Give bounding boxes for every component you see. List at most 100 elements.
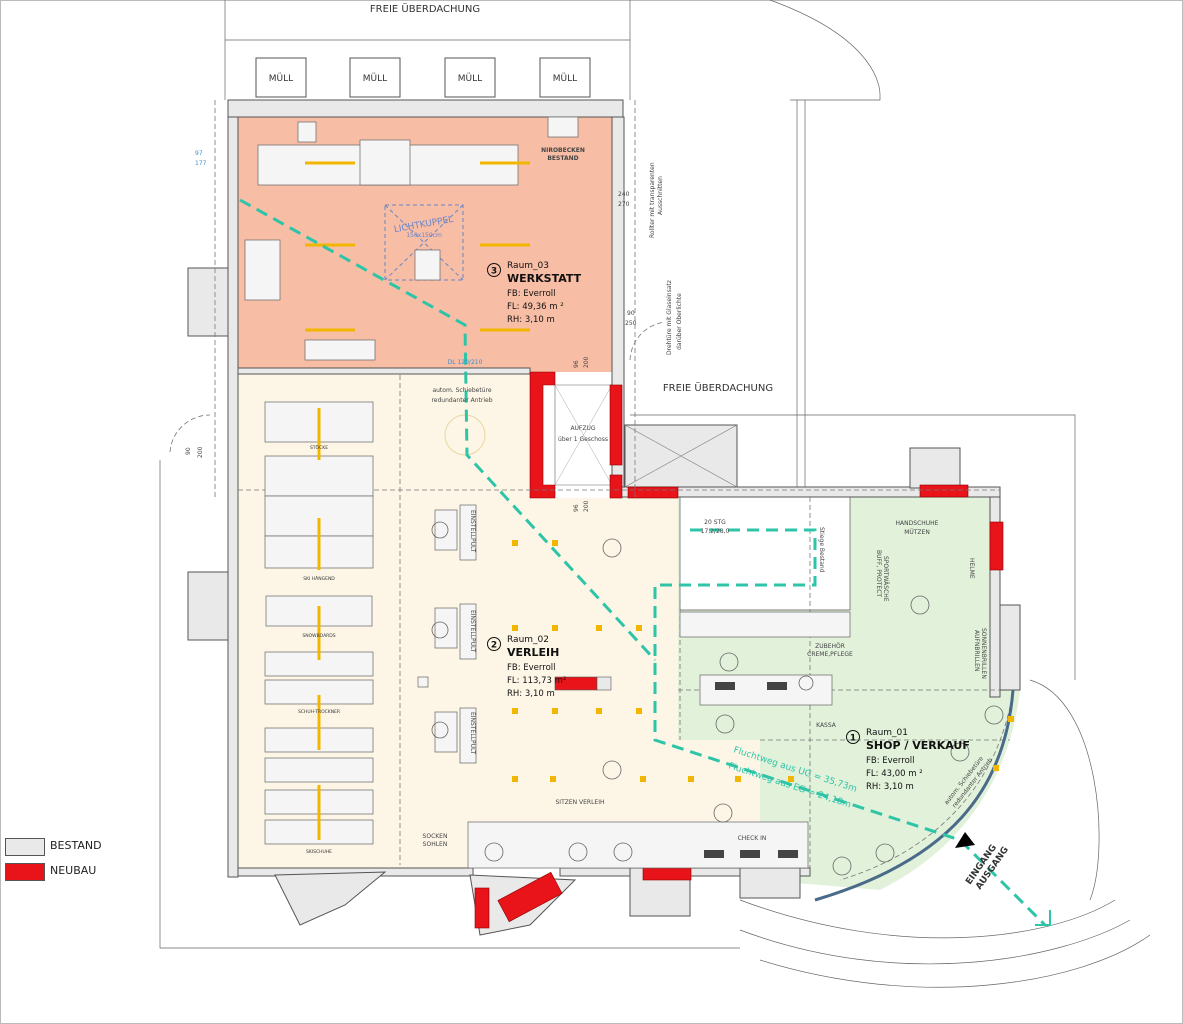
workshop-lights	[305, 161, 530, 332]
walls-bestand	[187, 99, 1021, 936]
legend-swatch-bestand	[5, 838, 45, 856]
roller-door-note-2: Ausschnitten	[657, 176, 664, 215]
muell-label: MÜLL	[363, 73, 387, 84]
service-desks	[417, 504, 851, 869]
gloves-label-2: MÜTZEN	[904, 529, 930, 536]
shop-arc	[839, 689, 1014, 881]
room-number: 3	[491, 267, 497, 277]
muell-label: MÜLL	[458, 73, 482, 84]
dim: 96	[573, 504, 580, 512]
muell-box	[444, 57, 496, 98]
canopy-label-right: FREIE ÜBERDACHUNG	[663, 381, 773, 394]
rack-label: STÖCKE	[310, 444, 328, 451]
desk-label: EINSTELLPULT	[469, 510, 476, 553]
socks-label: SOCKEN	[423, 833, 448, 840]
door-swing-left	[169, 414, 211, 453]
sunglasses-label-2: AUFNBRILLEN	[973, 630, 980, 671]
room-name: WERKSTATT	[507, 272, 582, 285]
workshop-equipment	[244, 116, 579, 361]
walls-neubau	[474, 371, 1004, 929]
sliding-door-note: autom. Schiebetüre	[432, 387, 491, 394]
room-area: FL: 43,00 m ²	[866, 769, 923, 779]
room-stamp-verleih: 2 Raum_02 VERLEIH FB: Everroll FL: 113,7…	[487, 635, 566, 699]
checkin-label: CHECK IN	[738, 835, 767, 842]
stairs-count: 20 STG	[704, 519, 726, 526]
legend-label-bestand: BESTAND	[50, 839, 102, 852]
room-id: Raum_03	[507, 261, 549, 271]
skylight-size: 150x150cm	[406, 232, 442, 239]
room-name: SHOP / VERKAUF	[866, 739, 970, 752]
room-height: RH: 3,10 m	[507, 689, 555, 699]
room-area: FL: 49,36 m ²	[507, 302, 564, 312]
nirobecken-label-2: BESTAND	[547, 155, 578, 162]
elevator-cross	[554, 384, 613, 486]
door-swing	[629, 321, 666, 361]
dim: 200	[583, 356, 590, 368]
canopy-top-outline	[224, 0, 631, 100]
cashier-label: KASSA	[816, 722, 837, 729]
room-id: Raum_02	[507, 635, 549, 645]
socks-label-2: SOHLEN	[423, 841, 448, 848]
room-fill-verleih	[238, 372, 810, 868]
dim: 240	[618, 191, 630, 198]
gloves-label: HANDSCHUHE	[896, 520, 939, 527]
entrance-steps	[739, 679, 1151, 988]
site-boundary	[159, 414, 1076, 949]
buff-label: BUFF, PROTECT	[875, 550, 882, 597]
room-name: VERLEIH	[507, 646, 559, 659]
door-dim-label: DL 120/210	[448, 359, 483, 366]
stairs-ratio: 17,2/28,0	[701, 528, 730, 535]
room-number: 2	[491, 641, 497, 651]
dim: 200	[583, 500, 590, 512]
door-note: Drehtüre mit Glaseinsatz	[666, 280, 673, 355]
legend-label-neubau: NEUBAU	[50, 864, 97, 877]
rack-label: SKI HÄNGEND	[303, 575, 335, 582]
room-floor: FB: Everroll	[866, 756, 915, 766]
accessories-label-2: CREME,PFLEGE	[807, 651, 853, 658]
nirobecken-label: NIROBECKEN	[541, 147, 585, 154]
sliding-door-note-2: redundanter Antrieb	[431, 397, 492, 404]
muell-label: MÜLL	[553, 73, 577, 84]
escape-arrow-icon	[1035, 910, 1051, 926]
room-floor: FB: Everroll	[507, 289, 556, 299]
dim: 270	[618, 201, 630, 208]
dim: 90	[627, 310, 635, 317]
room-stamp-werkstatt: 3 Raum_03 WERKSTATT FB: Everroll FL: 49,…	[487, 261, 582, 325]
room-area: FL: 113,73 m²	[507, 676, 566, 686]
dim: 177	[195, 160, 207, 167]
stairs-note: Stiege Bestand	[818, 527, 825, 573]
floor-lights	[512, 540, 1014, 782]
desk-label: EINSTELLPULT	[469, 712, 476, 755]
rack-label: SKISCHUHE	[306, 849, 332, 855]
muell-box	[349, 57, 401, 98]
seating-label: SITZEN VERLEIH	[555, 799, 604, 806]
rack-label: SCHUH-TROCKNER	[298, 709, 340, 715]
helmets-label: HELME	[968, 558, 975, 579]
room-number-circle	[487, 637, 501, 651]
muell-box	[255, 57, 307, 98]
desk-label: EINSTELLPULT	[469, 610, 476, 653]
room-stamp-shop: 1 Raum_01 SHOP / VERKAUF FB: Everroll FL…	[846, 728, 970, 792]
legend-swatch-neubau	[5, 863, 45, 881]
accessories-label: ZUBEHÖR	[815, 643, 845, 650]
column-line	[796, 100, 806, 490]
elevator-note: über 1 Geschoss	[558, 436, 608, 443]
dashed-lines	[214, 100, 1010, 868]
door-note-2: darüber Oberlichte	[676, 293, 683, 350]
room-floor: FB: Everroll	[507, 663, 556, 673]
entrance-arrow-icon	[955, 832, 975, 848]
room-number-circle	[846, 730, 860, 744]
room-number: 1	[850, 734, 856, 744]
dim: 96	[573, 360, 580, 368]
canopy-label-top: FREIE ÜBERDACHUNG	[370, 2, 480, 15]
muell-box	[539, 57, 591, 98]
buff-label-2: SPORTWÄSCHE	[882, 556, 889, 602]
room-id: Raum_01	[866, 728, 908, 738]
room-number-circle	[487, 263, 501, 277]
monitors	[704, 682, 798, 858]
rack-label: SNOWBOARDS	[302, 633, 335, 639]
canopy-arc	[769, 0, 881, 101]
dim: 97	[195, 150, 203, 157]
roller-door-note: Rollter mit transparenten	[649, 162, 656, 238]
